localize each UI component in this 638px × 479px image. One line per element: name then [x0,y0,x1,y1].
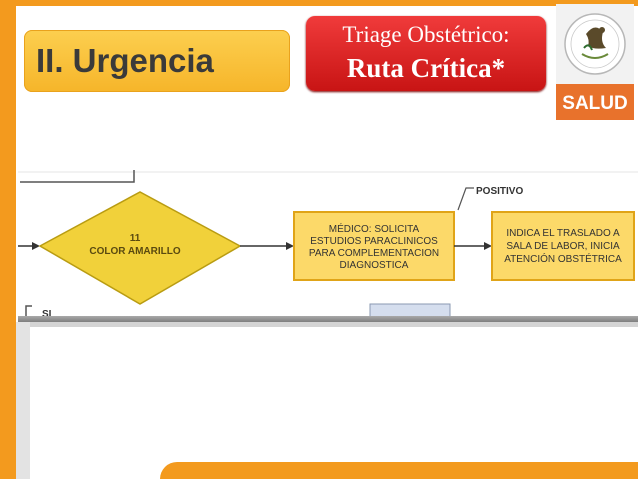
medico-box-line-1: MÉDICO: SOLICITA [329,222,420,235]
salud-logo: SALUD [556,4,634,120]
connector-from-above [20,170,135,183]
arrowhead-icon [484,242,492,250]
diamond-label: COLOR AMARILLO [89,246,181,257]
triage-title-line1: Triage Obstétrico: [342,22,510,47]
partial-si-label: SI [42,309,52,318]
medico-box-line-4: DIAGNOSTICA [340,260,409,271]
image-bottom-edge [18,316,638,322]
diamond-number: 11 [130,233,141,244]
traslado-box-line-2: SALA DE LABOR, INICIA [506,241,620,252]
connector-partial [25,305,32,316]
left-gray-panel [16,322,30,479]
traslado-box-line-1: INDICA EL TRASLADO A [506,228,620,239]
medico-process-box [293,211,455,281]
arrowhead-icon [286,242,294,250]
left-accent-bar [0,0,16,479]
salud-logo-band [556,84,634,120]
partial-box [369,303,451,318]
bottom-accent-bar [160,462,638,479]
section-title: II. Urgencia [36,42,214,79]
top-accent-stripe [16,0,638,6]
mexico-seal-icon [564,13,626,75]
positivo-callout-line [457,187,474,211]
medico-box-line-3: PARA COMPLEMENTACION [309,248,439,259]
triage-title-box [306,16,546,91]
arrowhead-icon [32,242,40,250]
traslado-box-line-3: ATENCIÓN OBSTÉTRICA [504,252,622,265]
triage-title-line2: Ruta Crítica* [346,53,506,83]
medico-box-line-2: ESTUDIOS PARACLINICOS [310,236,438,247]
positivo-label: POSITIVO [476,186,523,197]
traslado-process-box [491,211,635,281]
salud-logo-text: SALUD [562,93,627,114]
section-header-box [24,30,290,92]
image-bottom-shadow [18,322,638,327]
flowchart-excerpt: 11 COLOR AMARILLO MÉDICO: SOLICITA ESTUD… [18,170,638,318]
